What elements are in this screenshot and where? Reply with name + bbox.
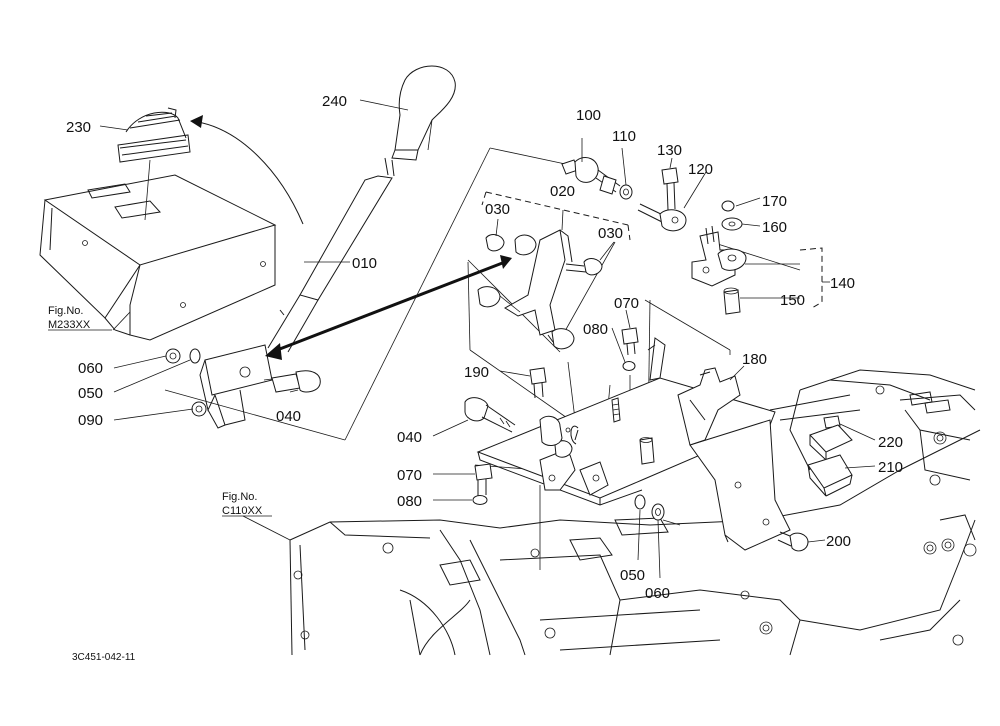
leader-lines [99, 99, 876, 579]
part-label-060-right: 060 [645, 585, 670, 602]
heavy-pointer-arrow [265, 255, 512, 360]
part-label-230: 230 [66, 119, 91, 136]
part-label-050-right: 050 [620, 567, 645, 584]
mounting-plate-180 [476, 337, 791, 551]
bolt-190 [529, 367, 547, 399]
ball-joint-100 [561, 157, 621, 195]
fig-ref-c110xx-title: Fig.No. [222, 491, 257, 503]
bolt-040-right [464, 397, 516, 433]
part-label-080-upper: 080 [583, 321, 608, 338]
fig-ref-c110xx-code: C110XX [222, 505, 263, 517]
part-label-060-left: 060 [78, 360, 103, 377]
part-label-120: 120 [688, 161, 713, 178]
part-label-130: 130 [657, 142, 682, 159]
bolt-200 [777, 531, 809, 552]
washer-080-upper [622, 361, 636, 371]
rod-end-120 [637, 203, 687, 232]
fig-ref-m233xx-title: Fig.No. [48, 305, 83, 317]
part-label-030-left: 030 [485, 201, 510, 218]
bolt-070-lower [474, 463, 493, 496]
part-label-050-left: 050 [78, 385, 103, 402]
part-label-040-right: 040 [397, 429, 422, 446]
part-number-labels: 240 230 010 060 050 090 040 100 110 130 … [66, 93, 903, 602]
pin-150 [723, 287, 741, 315]
part-label-110: 110 [612, 128, 636, 145]
fig-ref-m233xx: Fig.No. M233XX [48, 305, 112, 331]
drawing-code: 3C451-042-11 [72, 652, 136, 663]
part-label-030-right: 030 [598, 225, 623, 242]
part-label-140: 140 [830, 275, 855, 292]
part-label-170: 170 [762, 193, 787, 210]
part-label-150: 150 [780, 292, 805, 309]
washer-160 [721, 217, 743, 231]
nut-170 [721, 200, 735, 212]
rubber-boot-230 [117, 107, 191, 221]
assembly-arrow [190, 115, 304, 225]
bolt-070-upper [621, 327, 639, 356]
bell-crank-020 [477, 191, 631, 350]
part-label-220: 220 [878, 434, 903, 451]
shift-knob-240 [391, 65, 456, 161]
part-label-040-left: 040 [276, 408, 301, 425]
part-label-100: 100 [576, 107, 601, 124]
fig-ref-m233xx-code: M233XX [48, 319, 91, 331]
shift-lever-010 [199, 157, 395, 429]
part-label-080-lower: 080 [397, 493, 422, 510]
part-label-180: 180 [742, 351, 767, 368]
bracket-140 [691, 225, 823, 309]
part-label-200: 200 [826, 533, 851, 550]
nut-220 [809, 415, 853, 462]
washer-110 [619, 184, 633, 200]
part-label-010: 010 [352, 255, 377, 272]
washer-050-right [634, 494, 646, 510]
part-label-070-upper: 070 [614, 295, 639, 312]
clamp-210 [807, 454, 853, 497]
part-label-240: 240 [322, 93, 347, 110]
lever-cover-plate [39, 174, 277, 341]
collar-060-right [651, 503, 665, 521]
part-label-210: 210 [878, 459, 903, 476]
part-label-160: 160 [762, 219, 787, 236]
part-label-070-lower: 070 [397, 467, 422, 484]
transmission-housing-drawing [289, 369, 981, 656]
part-label-020: 020 [550, 183, 575, 200]
part-label-190: 190 [464, 364, 489, 381]
left-hardware [165, 348, 321, 417]
bolt-130 [661, 167, 679, 211]
fig-ref-c110xx: Fig.No. C110XX [222, 491, 272, 517]
washer-080-lower [472, 495, 488, 505]
part-label-090: 090 [78, 412, 103, 429]
